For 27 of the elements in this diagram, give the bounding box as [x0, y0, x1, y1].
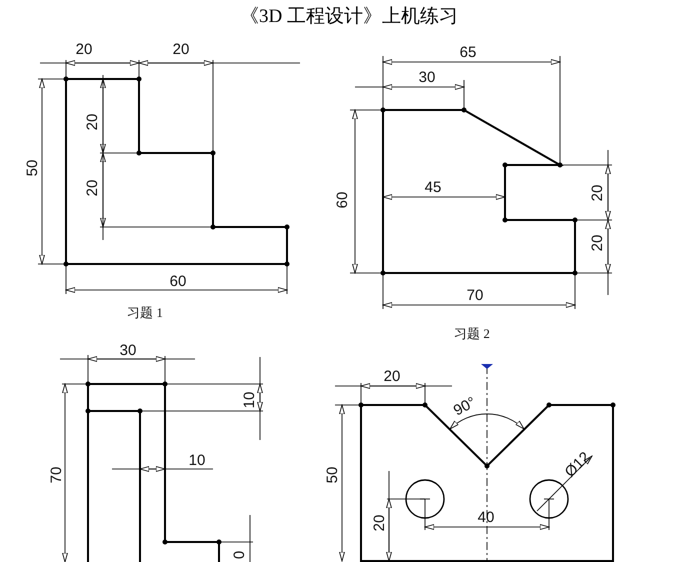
dimension-label: 20 [372, 514, 388, 532]
dimension-label: 60 [170, 274, 186, 290]
dimension-label: 0 [232, 550, 248, 560]
dimension-label: 50 [325, 466, 341, 484]
dimension-label: 65 [460, 45, 476, 61]
dimension-label: 50 [25, 160, 41, 176]
dimension-label: 10 [242, 392, 258, 408]
dimension-label: 20 [590, 234, 606, 252]
figure-caption: 习题 1 [127, 305, 163, 321]
dimension-label: Ø12 [562, 449, 594, 481]
dimension-label: 20 [85, 180, 101, 196]
dimension-label: 10 [188, 453, 206, 469]
dimension-label: 30 [418, 70, 436, 86]
dimension-label: 70 [49, 466, 65, 484]
page-title: 《3D 工程设计》上机练习 [240, 6, 458, 28]
dimension-label: 40 [478, 510, 494, 526]
figure-caption: 习题 2 [454, 326, 490, 342]
dimension-label: 60 [335, 192, 351, 208]
dimension-label: 20 [590, 184, 606, 202]
dimension-label: 20 [384, 369, 400, 385]
dimension-label: 20 [85, 114, 101, 130]
dimension-label: 20 [172, 42, 190, 58]
dimension-label: 70 [466, 288, 484, 304]
dimension-label: 45 [424, 180, 442, 196]
dimension-label: 20 [76, 42, 92, 58]
dimension-label: 30 [120, 343, 136, 359]
dimension-label: 90° [451, 394, 479, 420]
